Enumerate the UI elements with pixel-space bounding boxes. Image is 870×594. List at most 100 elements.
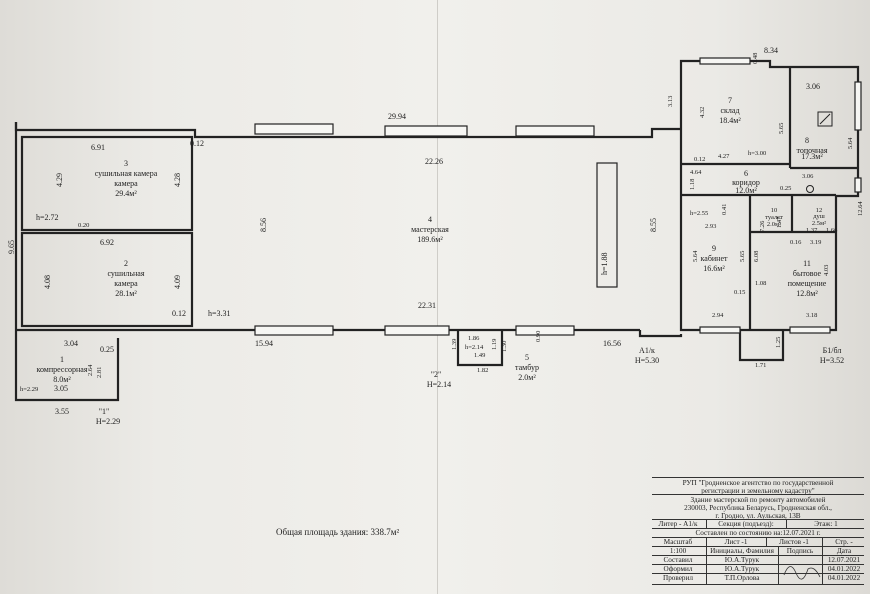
dim-025: 0.25 [100, 345, 114, 354]
dim-r8-w: 3.06 [806, 82, 820, 91]
room-10-name: туалет [765, 214, 783, 221]
dim-r3-height: 4.29 [55, 173, 64, 187]
dim-main-bottom: 22.31 [418, 301, 436, 310]
stamp-compiled-state: Составлен по состоянию на:12.07.2021 г. [695, 529, 821, 537]
dim-r7-h: 4.32 [699, 107, 706, 118]
dim-r9-041: 0.41 [721, 204, 728, 215]
room-1-area: 8.0м² [53, 375, 71, 384]
height-r2: h=2.72 [36, 213, 59, 222]
dim-r11-125: 1.25 [775, 337, 782, 348]
liter-2: "2" [431, 370, 442, 379]
room-7-name: склад [720, 106, 739, 115]
room-11-name: бытовое [793, 269, 822, 278]
dim-r11-403: 4.03 [823, 265, 830, 276]
dim-r9-h: 5.64 [692, 250, 699, 262]
dim-r9-w2: 2.94 [712, 312, 724, 319]
room-8-num: 8 [805, 136, 809, 145]
paper-fold-line [437, 0, 438, 594]
liter-a1k: А1/к [639, 346, 655, 355]
boiler-symbol [806, 111, 833, 193]
dim-r1-h3: 3.05 [54, 384, 68, 393]
room-5-name: тамбур [515, 363, 539, 372]
stamp-h-scale: Масштаб [663, 538, 693, 546]
room-heights: h=1.88 h=2.72 h=3.31 h=2.29 h=2.14 h=3.0… [20, 150, 766, 393]
dim-r8-h: 5.65 [778, 123, 785, 134]
stamp-r2-date: 04.01.2022 [827, 565, 861, 573]
room-11-name2: помещение [788, 279, 827, 288]
room-3-num: 3 [124, 159, 128, 168]
room-7-area: 18.4м² [719, 116, 741, 125]
room-12-area: 2.5м² [812, 220, 826, 227]
dim-r10-147: 1.47 [776, 216, 783, 228]
dim-main-height-r: 8.55 [649, 218, 658, 232]
room-5-walls [456, 330, 504, 367]
dim-right-height: 12.64 [857, 201, 864, 216]
dimensions: 29.94 22.26 22.31 15.94 16.56 6.91 6.92 … [7, 46, 864, 416]
height-main-pit: h=1.88 [600, 252, 609, 275]
stamp-section: Секция (подъезд): [718, 520, 774, 528]
window-annex-4 [699, 326, 741, 334]
room-7-num: 7 [728, 96, 732, 105]
dim-020: 0.20 [78, 222, 89, 229]
room-10-num: 10 [771, 207, 778, 214]
dim-r11-319: 3.19 [810, 239, 821, 246]
stamp-r3-date: 04.01.2022 [827, 574, 861, 583]
stamp-floor: Этаж: 1 [814, 520, 838, 528]
room-8-area: 17.3м² [801, 152, 823, 161]
liter-1-h: H=2.29 [96, 417, 120, 426]
dim-main-height: 8.56 [259, 218, 268, 232]
dim-r11-016: 0.16 [790, 239, 802, 246]
room-2-name: сушильная [107, 269, 144, 278]
room-3-area: 29.4м² [115, 189, 137, 198]
room-2-walls [20, 231, 194, 328]
stamp-h-sheet: Лист -1 [724, 538, 748, 546]
dim-r1-h2: 2.81 [96, 367, 103, 378]
dim-012-a: 0.12 [190, 139, 204, 148]
room-10-area: 2.0м² [767, 221, 781, 228]
height-main: h=3.31 [208, 309, 231, 318]
height-r1: h=2.29 [20, 386, 38, 393]
height-r7: h=3.00 [748, 150, 766, 157]
dim-r3-width: 6.91 [91, 143, 105, 152]
height-r9: h=2.55 [690, 210, 708, 217]
stamp-r1-name: Ю.А.Турук [724, 556, 760, 564]
dim-r9-108: 1.08 [755, 280, 766, 287]
stamp-obj-line2: 230003, Республика Беларусь, Гродненская… [684, 504, 832, 512]
room-3-walls [20, 135, 194, 232]
height-r5: h=2.14 [465, 344, 484, 351]
dim-r1-h: 2.64 [87, 364, 94, 376]
total-area: Общая площадь здания: 338.7м² [276, 527, 400, 537]
stamp-h-sheets: Листов -1 [779, 538, 809, 546]
room-4-area: 189.6м² [417, 235, 443, 244]
liter-b1bl: Б1/бл [823, 346, 842, 355]
dim-bottom-right: 16.56 [603, 339, 621, 348]
stamp-r3-role: Проверил [663, 574, 693, 583]
room-1-num: 1 [60, 355, 64, 364]
dim-012-b: 0.12 [172, 309, 186, 318]
dim-bottom-left: 15.94 [255, 339, 273, 348]
dim-main-top: 22.26 [425, 157, 443, 166]
room-6-num: 6 [744, 169, 748, 178]
dim-r5-139: 1.39 [451, 339, 458, 350]
window-annex-5 [789, 326, 831, 334]
liter-2-h: H=2.14 [427, 380, 451, 389]
porch-walls [738, 330, 785, 362]
room-3-name: сушильная камера [95, 169, 158, 178]
room-11-num: 11 [803, 259, 811, 268]
dim-top-wall: 29.94 [388, 112, 406, 121]
room-2-num: 2 [124, 259, 128, 268]
dim-r12-137: 1.37 [806, 227, 818, 234]
dim-r5-182: 1.82 [477, 367, 488, 374]
stamp-org-line1: РУП "Гродненское агентство по государств… [682, 479, 834, 487]
window-annex-3 [854, 177, 862, 193]
room-3-name2: камера [114, 179, 138, 188]
dim-r5-119: 1.19 [491, 339, 498, 350]
room-2-name2: камера [114, 279, 138, 288]
room-2-area: 28.1м² [115, 289, 137, 298]
dim-r11-318: 3.18 [806, 312, 817, 319]
room-6-name: коридор [732, 178, 760, 187]
liter-b1bl-h: H=3.52 [820, 356, 844, 365]
dim-r5-149: 1.49 [474, 352, 485, 359]
